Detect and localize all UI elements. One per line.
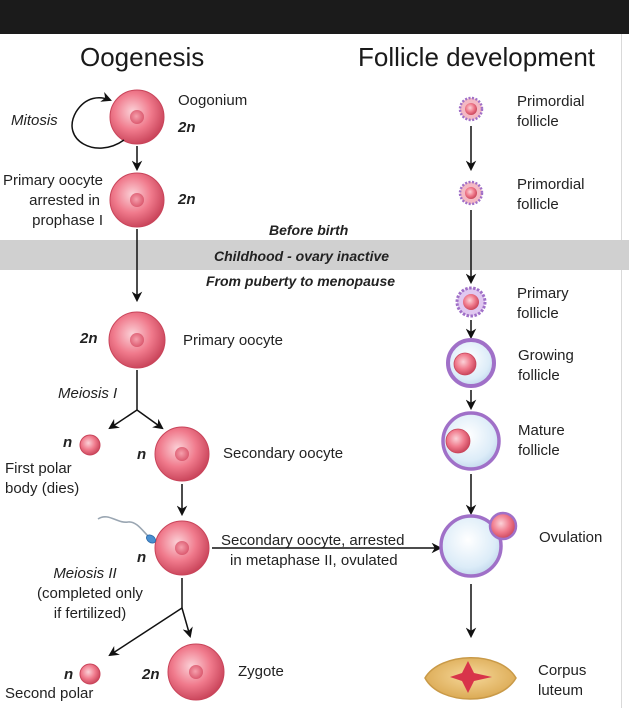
primary-follicle xyxy=(455,286,487,318)
corpus-luteum-label-line2: luteum xyxy=(538,682,584,699)
meiosis2-label-line1: Meiosis II xyxy=(53,565,117,582)
primary-oocyte-arrested-cell xyxy=(109,172,165,228)
primordial2-label-line2: follicle xyxy=(517,196,559,213)
fertilized-ploidy: n xyxy=(137,549,147,566)
growing-follicle-label-line1: Growing xyxy=(518,347,574,364)
corpus-luteum-label-line1: Corpus xyxy=(538,662,587,679)
secondary-oocyte-ploidy: n xyxy=(137,446,147,463)
growing-follicle-label-line2: follicle xyxy=(518,367,560,384)
corpus-luteum-icon xyxy=(424,657,517,700)
first-polar-ploidy: n xyxy=(63,434,73,451)
mitosis-loop-arrow xyxy=(71,92,125,149)
mature-follicle xyxy=(441,411,501,471)
primary-arrested-ploidy: 2n xyxy=(178,191,196,208)
meiosis2-split-arrows xyxy=(108,578,193,657)
oogonium-ploidy: 2n xyxy=(178,119,196,136)
first-polar-label-line1: First polar xyxy=(5,460,72,477)
title-oogenesis: Oogenesis xyxy=(80,42,205,72)
primary-oocyte-ploidy: 2n xyxy=(80,330,98,347)
secondary-oocyte-label: Secondary oocyte xyxy=(223,445,344,462)
primordial-follicle-1 xyxy=(458,96,484,122)
second-polar-body-cell xyxy=(79,663,101,685)
zygote-label: Zygote xyxy=(238,663,284,680)
puberty-label: From puberty to menopause xyxy=(206,273,396,289)
primary-arrested-label-line3: prophase I xyxy=(32,212,103,229)
secondary-oocyte-cell xyxy=(154,426,210,482)
ovulation-label: Ovulation xyxy=(539,529,603,546)
primordial1-label-line1: Primordial xyxy=(517,93,585,110)
title-follicle-development: Follicle development xyxy=(358,42,596,72)
top-bar xyxy=(0,0,629,34)
meiosis2-label-line3: if fertilized) xyxy=(53,605,127,622)
right-edge-strip xyxy=(621,34,629,708)
first-polar-body-cell xyxy=(79,434,101,456)
primary-oocyte-cell xyxy=(108,311,166,369)
primary-arrested-label-line1: Primary oocyte xyxy=(2,172,103,189)
ovulation-follicle xyxy=(439,511,518,578)
second-polar-label: Second polar xyxy=(5,685,94,702)
arrested-metaphase-label-line2: in metaphase II, ovulated xyxy=(230,552,398,569)
zygote-cell xyxy=(167,643,225,701)
fertilized-oocyte-cell xyxy=(154,520,210,576)
mature-follicle-label-line1: Mature xyxy=(518,422,565,439)
primary-arrested-label-line2: arrested in xyxy=(29,192,100,209)
oogonium-cell xyxy=(109,89,165,145)
oogonium-label: Oogonium xyxy=(178,92,248,109)
primary-follicle-label-line2: follicle xyxy=(517,305,559,322)
sperm-icon xyxy=(97,516,156,544)
primordial2-label-line1: Primordial xyxy=(517,176,585,193)
mitosis-label: Mitosis xyxy=(11,112,58,129)
arrested-metaphase-label-line1: Secondary oocyte, arrested xyxy=(221,532,405,549)
primary-oocyte-label: Primary oocyte xyxy=(183,332,284,349)
meiosis1-label: Meiosis I xyxy=(58,385,118,402)
meiosis1-split-arrows xyxy=(108,370,164,430)
primordial-follicle-2 xyxy=(458,180,484,206)
primary-follicle-label-line1: Primary xyxy=(517,285,569,302)
before-birth-label: Before birth xyxy=(269,222,349,238)
childhood-label: Childhood - ovary inactive xyxy=(214,248,390,264)
zygote-ploidy: 2n xyxy=(142,666,160,683)
primordial1-label-line2: follicle xyxy=(517,113,559,130)
mature-follicle-label-line2: follicle xyxy=(518,442,560,459)
growing-follicle xyxy=(446,338,496,388)
second-polar-ploidy: n xyxy=(64,666,74,683)
first-polar-label-line2: body (dies) xyxy=(5,480,80,497)
meiosis2-label-line2: (completed only xyxy=(37,585,143,602)
timeline-band xyxy=(0,240,629,270)
